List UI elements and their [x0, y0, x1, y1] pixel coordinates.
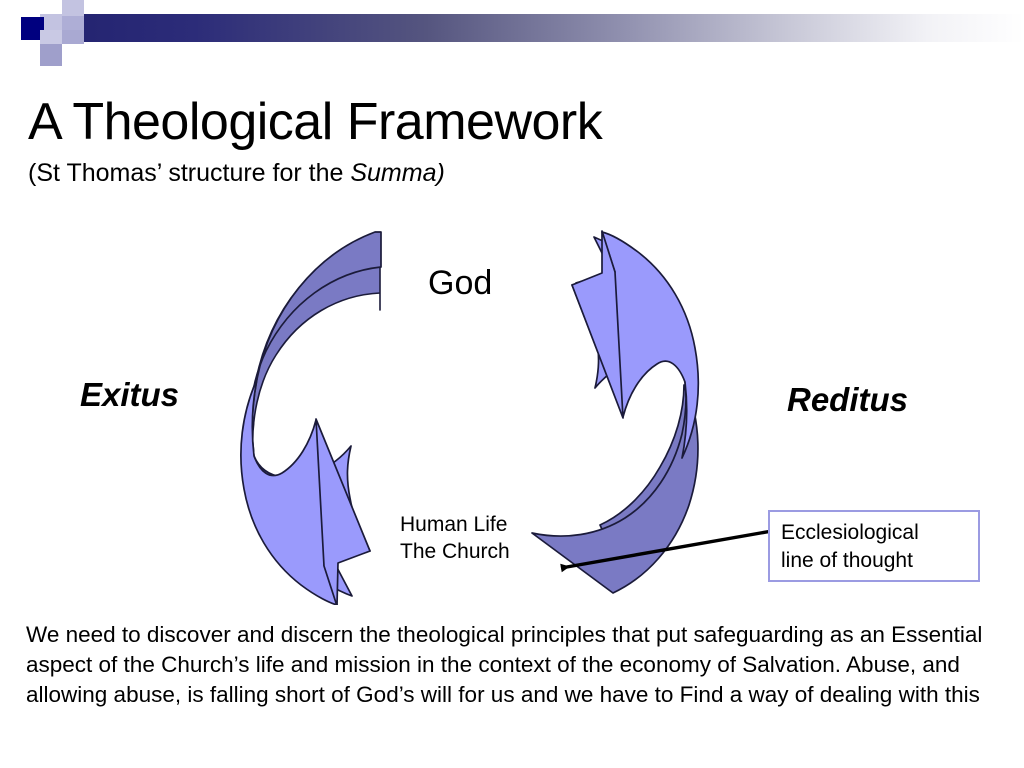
header-gradient-bar — [60, 14, 1024, 42]
page-subtitle-prefix: (St Thomas’ structure for the — [28, 159, 351, 187]
callout-connector-line — [560, 529, 773, 573]
header-square-lavender-4 — [40, 30, 62, 48]
exitus-arrowhead — [315, 418, 371, 605]
diagram-label-exitus: Exitus — [80, 376, 180, 413]
callout-connector-arrow — [560, 529, 773, 573]
header-square-lavender-5 — [40, 44, 62, 66]
cycle-arrows-svg — [240, 230, 700, 605]
reditus-arrowhead — [571, 230, 624, 419]
cycle-diagram: God Exitus Reditus Human Life The Church — [0, 215, 1024, 605]
page-subtitle: (St Thomas’ structure for the Summa) — [28, 156, 988, 190]
header-square-white-5 — [84, 44, 108, 66]
header-square-lavender-6 — [62, 30, 84, 44]
callout-line2: line of thought — [781, 549, 913, 572]
title-block: A Theological Framework (St Thomas’ stru… — [28, 92, 988, 190]
header-decoration — [0, 0, 1024, 70]
header-square-white-1 — [40, 0, 62, 16]
header-square-lavender-top — [62, 0, 84, 16]
callout-ecclesiological: Ecclesiological line of thought — [768, 510, 980, 582]
diagram-label-human-life-line1: Human Life — [400, 513, 508, 536]
header-square-white-3 — [18, 40, 40, 64]
diagram-label-human-life: Human Life The Church — [400, 511, 510, 565]
body-text-block: We need to discover and discern the theo… — [26, 620, 1001, 710]
body-paragraph: We need to discover and discern the theo… — [26, 622, 983, 707]
diagram-label-the-church-line2: The Church — [400, 540, 510, 563]
header-square-pale-left — [18, 0, 40, 14]
diagram-label-god: God — [428, 264, 493, 302]
header-square-white-4 — [62, 44, 84, 66]
page-title: A Theological Framework — [28, 93, 603, 151]
callout-line1: Ecclesiological — [781, 521, 919, 544]
diagram-label-reditus: Reditus — [787, 381, 909, 418]
header-square-navy — [21, 17, 44, 40]
page-subtitle-italic: Summa) — [350, 159, 445, 187]
